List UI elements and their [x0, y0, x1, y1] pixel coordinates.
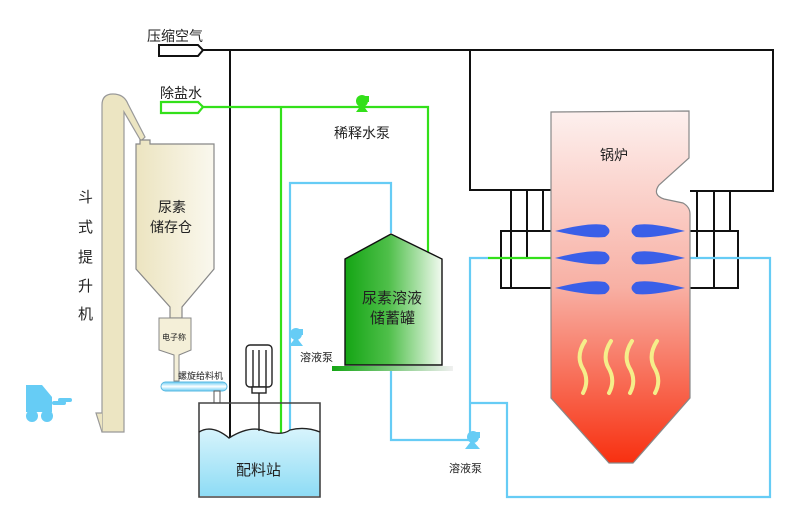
demin-water-inlet: [159, 100, 205, 115]
bucket-elevator-label: 斗 式 提 升 机: [78, 188, 93, 323]
mixing-station: [198, 402, 321, 498]
screw-feeder-label: 螺旋给料机: [178, 370, 223, 382]
demin-water-lines: [159, 100, 551, 437]
nozzle-icon: [555, 224, 610, 238]
dilution-pump-label: 稀释水泵: [334, 126, 390, 142]
compressed-air-label: 压缩空气: [147, 29, 203, 45]
mixing-station-label: 配料站: [236, 461, 281, 479]
agitator-motor-icon: [245, 344, 273, 431]
nozzle-icon: [631, 224, 685, 238]
urea-silo-label: 尿素: [158, 200, 186, 216]
compressed-air-lines: [158, 44, 774, 437]
urea-solution-storage-tank: [332, 233, 453, 371]
truck-icon: [26, 385, 72, 422]
solution-pump-2-label: 溶液泵: [449, 461, 482, 475]
nozzle-icon: [631, 281, 685, 295]
electronic-scale-label: 电子称: [162, 332, 186, 342]
svg-text:斗: 斗: [78, 188, 93, 206]
boiler-label: 锅炉: [600, 148, 628, 164]
nozzle-icon: [631, 251, 685, 265]
solution-pump-icon: [289, 328, 303, 346]
compressed-air-inlet: [158, 44, 205, 57]
urea-silo-label: 储存仓: [150, 220, 192, 236]
electronic-scale: [158, 317, 192, 382]
svg-text:提: 提: [78, 248, 93, 266]
heat-flame-icon: [577, 339, 661, 395]
dilution-pump-icon: [356, 95, 369, 112]
storage-tank-label: 储蓄罐: [370, 309, 415, 327]
solution-pump-1-label: 溶液泵: [300, 350, 333, 364]
screw-feeder: [160, 381, 228, 392]
demin-water-label: 除盐水: [160, 86, 202, 102]
injection-nozzles: [555, 224, 685, 295]
nozzle-icon: [555, 251, 610, 265]
solution-pump-icon: [465, 431, 480, 449]
svg-text:升: 升: [78, 277, 93, 295]
bucket-elevator: [95, 93, 146, 433]
nozzle-icon: [555, 281, 610, 295]
svg-text:机: 机: [78, 305, 93, 323]
svg-text:式: 式: [78, 218, 93, 236]
storage-tank-label: 尿素溶液: [362, 289, 422, 307]
urea-silo: [135, 139, 215, 319]
